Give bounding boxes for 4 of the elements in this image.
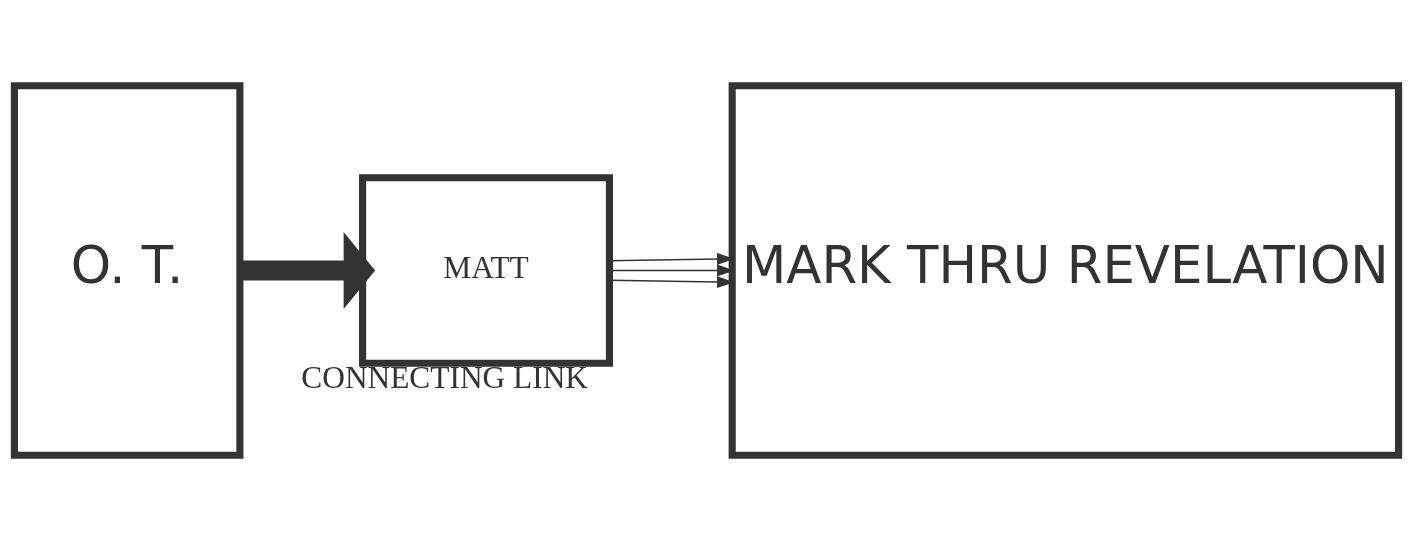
node-box: O. T. xyxy=(10,81,244,459)
node-box: MARK THRU REVELATION xyxy=(728,81,1403,459)
node-box: MATT xyxy=(359,173,614,367)
arrow xyxy=(240,231,376,309)
